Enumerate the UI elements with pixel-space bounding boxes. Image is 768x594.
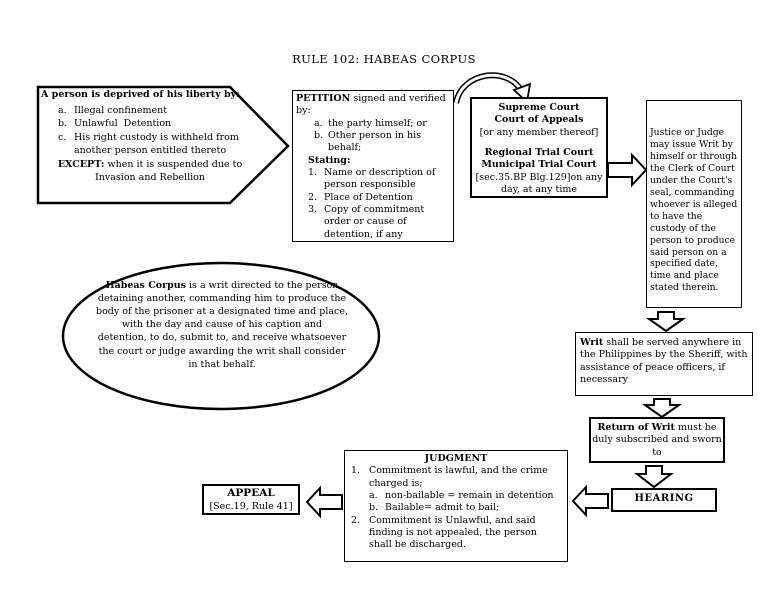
list-item: b. Bailable= admit to bail; [369,502,500,514]
petition-box: PETITION signed and verified by: a. the … [292,90,454,242]
list-item: 1. Name or description of person respons… [308,167,439,191]
service-box: Writ shall be served anywhere in the Phi… [575,332,753,396]
appeal-box: APPEAL [Sec.19, Rule 41] [202,484,300,515]
deprivation-to-petition-arrow-shape [36,85,290,205]
list-item: c. His right custody is withheld from an… [58,131,242,157]
deprivation-exception: EXCEPT: when it is suspended due to Inva… [57,159,246,184]
court-name: Court of Appeals [494,114,584,126]
definition-ellipse-shape [61,261,381,411]
return-of-writ-box: Return of Writ must be duly subscribed a… [589,417,725,463]
deprivation-heading: A person is deprived of his liberty by: [41,89,240,100]
list-item: a. Illegal confinement [58,105,168,116]
issuance-to-service-arrow-icon [645,311,687,333]
judgment-heading: JUDGMENT [424,453,488,464]
list-item: b. Unlawful Detention [58,118,172,130]
issuance-box: Justice or Judge may issue Writ by himse… [646,100,742,308]
appeal-subtitle: [Sec.19, Rule 41] [209,500,293,512]
courts-to-issuance-arrow-icon [607,152,648,188]
court-note: [or any member thereof] [479,126,599,138]
page-title: RULE 102: HABEAS CORPUS [292,52,476,66]
hearing-to-judgment-arrow-icon [571,484,609,518]
petition-stating-label: Stating: [308,154,351,166]
list-item: a. non-bailable = remain in detention [369,490,554,502]
list-item: a. the party himself; or [314,117,427,129]
court-name: Municipal Trial Court [481,159,597,171]
deprivation-list: a. Illegal confinement b. Unlawful Deten… [58,104,254,158]
appeal-title: APPEAL [227,487,275,499]
courts-box: Supreme Court Court of Appeals [or any m… [470,97,608,198]
judgment-sublist: a. non-bailable = remain in detention b.… [369,490,561,515]
list-item: b. Other person in his behalf; [314,130,425,154]
court-name: Regional Trial Court [484,147,594,159]
return-to-hearing-arrow-icon [634,465,674,489]
list-item: 1. Commitment is lawful, and the crime c… [351,465,551,489]
judgment-box: JUDGMENT 1. Commitment is lawful, and th… [344,450,568,562]
court-note: [sec.35.BP Blg.129]on any day, at any ti… [475,171,606,196]
service-to-return-arrow-icon [641,398,683,419]
petition-stating-list: 1. Name or description of person respons… [308,167,450,241]
court-name: Supreme Court [498,102,580,113]
list-item: 2. Place of Detention [308,191,413,203]
definition-text: Habeas Corpus is a writ directed to the … [96,280,352,370]
petition-who-list: a. the party himself; or b. Other person… [314,118,450,155]
list-item: 3. Copy of commitment order or cause of … [308,204,428,240]
hearing-box: HEARING [611,488,717,512]
petition-heading: PETITION signed and verified by: [296,93,449,117]
list-item: 2. Commitment is Unlawful, and said find… [351,514,540,551]
judgment-to-appeal-arrow-icon [305,485,343,519]
